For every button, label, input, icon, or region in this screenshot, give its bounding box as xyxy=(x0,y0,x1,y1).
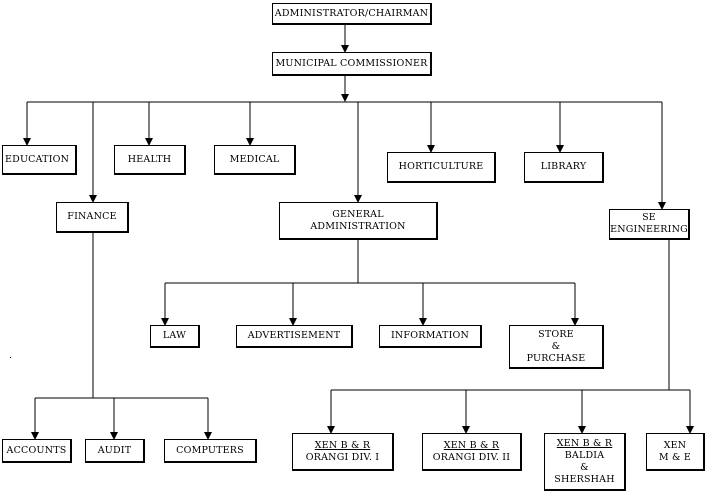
xen-orangi-1-line1: XEN B & R xyxy=(314,439,371,451)
law-box: LAW xyxy=(150,325,200,348)
health-box: HEALTH xyxy=(114,145,186,175)
xen-me-line2: M & E xyxy=(658,451,692,463)
horticulture-label: HORTICULTURE xyxy=(398,161,484,172)
xen-me-box: XEN M & E xyxy=(646,433,705,471)
advertisement-label: ADVERTISEMENT xyxy=(247,330,341,341)
se-engineering-label-line1: SE xyxy=(642,212,656,223)
xen-baldia-line2: BALDIA xyxy=(564,449,605,461)
xen-orangi-2-line1: XEN B & R xyxy=(443,439,500,451)
audit-box: AUDIT xyxy=(85,439,145,463)
se-engineering-label-line2: ENGINEERING xyxy=(610,224,688,235)
health-label: HEALTH xyxy=(127,153,172,165)
library-box: LIBRARY xyxy=(524,152,604,183)
xen-orangi-2-line2: ORANGI DIV. II xyxy=(432,451,511,463)
horticulture-box: HORTICULTURE xyxy=(387,152,496,183)
store-purchase-line1: STORE xyxy=(538,328,574,340)
medical-box: MEDICAL xyxy=(214,145,296,175)
xen-baldia-line4: SHERSHAH xyxy=(554,473,615,485)
xen-orangi-1-box: XEN B & R ORANGI DIV. I xyxy=(292,433,394,471)
accounts-box: ACCOUNTS xyxy=(2,439,72,463)
general-admin-label-line2: ADMINISTRATION xyxy=(310,220,406,232)
xen-me-line1: XEN xyxy=(663,439,687,451)
general-admin-box: GENERAL ADMINISTRATION xyxy=(279,202,438,240)
audit-label: AUDIT xyxy=(97,444,132,456)
computers-box: COMPUTERS xyxy=(164,439,257,463)
commissioner-label: MUNICIPAL COMMISSIONER xyxy=(275,57,428,69)
accounts-label: ACCOUNTS xyxy=(6,444,67,456)
xen-baldia-box: XEN B & R BALDIA & SHERSHAH xyxy=(544,433,626,491)
finance-label: FINANCE xyxy=(67,211,117,222)
commissioner-box: MUNICIPAL COMMISSIONER xyxy=(272,52,432,76)
xen-orangi-1-line2: ORANGI DIV. I xyxy=(305,451,380,463)
store-purchase-line2: & xyxy=(551,340,561,352)
xen-baldia-line1: XEN B & R xyxy=(556,437,613,449)
advertisement-box: ADVERTISEMENT xyxy=(236,325,353,348)
computers-label: COMPUTERS xyxy=(176,444,244,456)
stray-dot xyxy=(10,357,11,358)
finance-box: FINANCE xyxy=(56,202,129,233)
law-label: LAW xyxy=(162,330,187,341)
administrator-box: ADMINISTRATOR/CHAIRMAN xyxy=(272,3,432,25)
xen-baldia-line3: & xyxy=(580,461,589,473)
library-label: LIBRARY xyxy=(540,161,587,172)
store-purchase-box: STORE & PURCHASE xyxy=(509,325,604,369)
se-engineering-box: SE ENGINEERING xyxy=(609,209,690,240)
medical-label: MEDICAL xyxy=(229,153,280,165)
general-admin-label-line1: GENERAL xyxy=(332,208,384,220)
education-box: EDUCATION xyxy=(2,145,77,175)
information-label: INFORMATION xyxy=(390,330,470,341)
education-label: EDUCATION xyxy=(5,153,70,165)
administrator-label: ADMINISTRATOR/CHAIRMAN xyxy=(274,7,429,19)
information-box: INFORMATION xyxy=(379,325,482,348)
store-purchase-line3: PURCHASE xyxy=(526,352,586,364)
xen-orangi-2-box: XEN B & R ORANGI DIV. II xyxy=(422,433,522,471)
